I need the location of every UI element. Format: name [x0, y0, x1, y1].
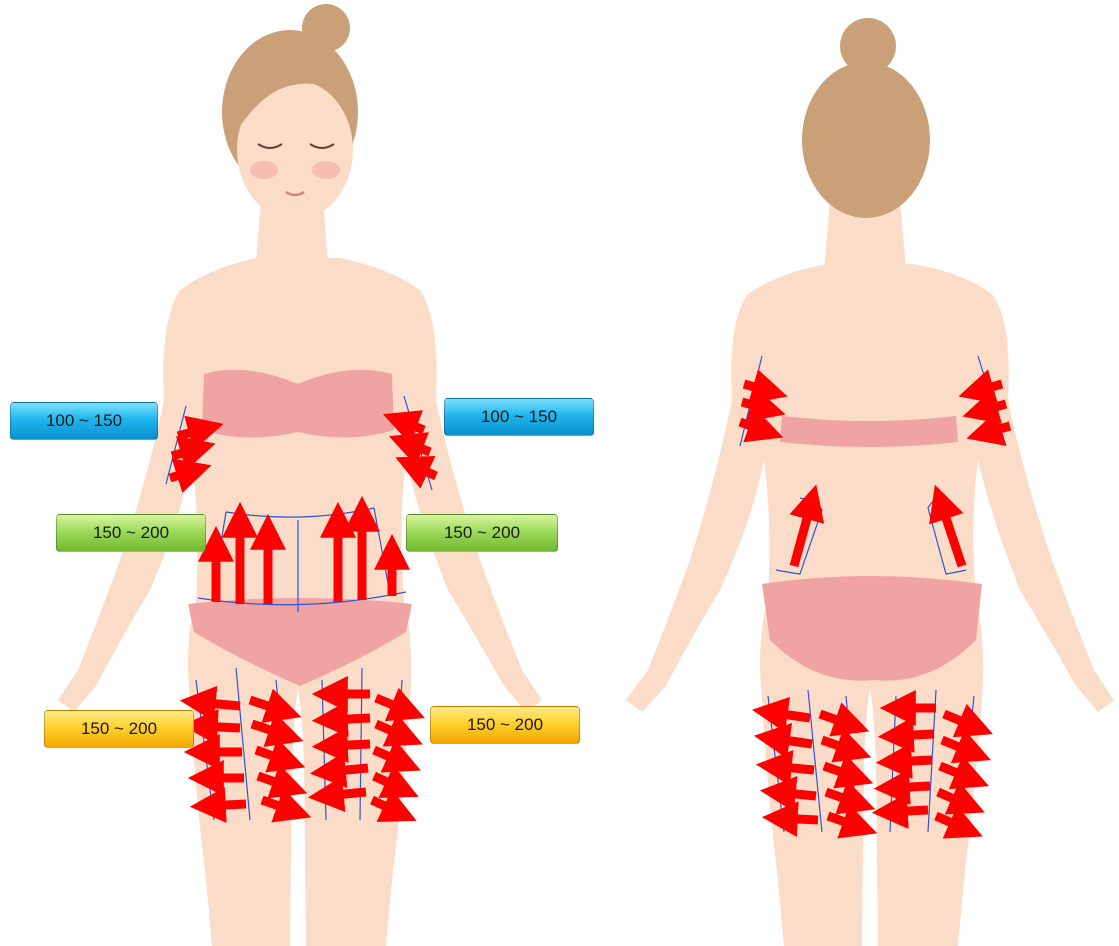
- left-cheek: [250, 161, 278, 179]
- arrow: [778, 818, 818, 820]
- arrow: [324, 792, 366, 796]
- arrow: [894, 734, 934, 736]
- arrow: [776, 792, 816, 796]
- arrow: [768, 712, 810, 718]
- arrow: [206, 804, 246, 806]
- arrow: [772, 766, 814, 770]
- upper-arm-right-label: 100 ~ 150: [444, 398, 594, 436]
- front-figure: [58, 4, 542, 946]
- thigh-left-label: 150 ~ 200: [44, 710, 194, 748]
- back-hair: [802, 18, 930, 218]
- arrow: [198, 726, 240, 728]
- arrow: [328, 744, 370, 746]
- arrow: [890, 786, 930, 788]
- right-cheek: [312, 161, 340, 179]
- arrow: [328, 718, 370, 720]
- arrow: [892, 760, 932, 762]
- arrow: [326, 768, 368, 772]
- arrow: [770, 738, 812, 744]
- upper-arm-left-label: 100 ~ 150: [10, 402, 158, 440]
- abdomen-left-label: 150 ~ 200: [56, 514, 206, 552]
- abdomen-right-label: 150 ~ 200: [406, 514, 558, 552]
- arrow: [888, 810, 928, 812]
- arrow: [196, 702, 240, 706]
- thigh-right-label: 150 ~ 200: [430, 706, 580, 744]
- back-figure: [626, 18, 1114, 946]
